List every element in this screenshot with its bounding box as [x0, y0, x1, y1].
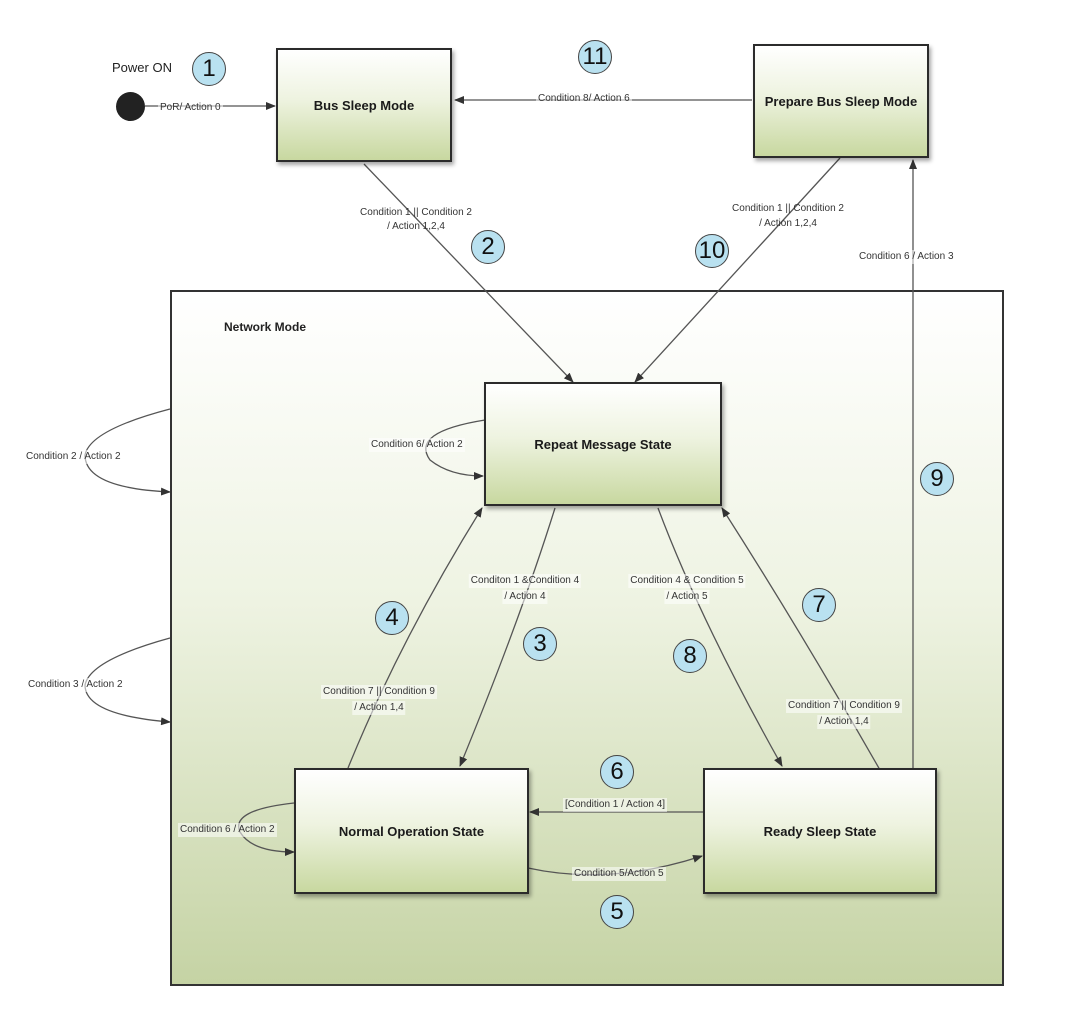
label-t2-line2: / Action 1,2,4 [387, 221, 445, 232]
arrow-ready-to-repeat [721, 507, 881, 771]
network-mode-title: Network Mode [224, 320, 307, 334]
label-self-normal: Condition 6 / Action 2 [178, 823, 277, 837]
marker-11: 11 [578, 40, 612, 74]
label-network-cond3: Condition 3 / Action 2 [26, 678, 125, 692]
label-t3-line1: Conditon 1 &Condition 4 [468, 574, 582, 588]
label-t11: Condition 8/ Action 6 [536, 92, 632, 106]
state-bus-sleep-label: Bus Sleep Mode [313, 97, 415, 113]
marker-8: 8 [673, 639, 707, 673]
marker-2: 2 [471, 230, 505, 264]
label-t7-line2: / Action 1,4 [817, 715, 871, 729]
label-t5: Condition 5/Action 5 [572, 867, 666, 881]
label-t3-line2: / Action 4 [502, 590, 548, 604]
state-ready-sleep-label: Ready Sleep State [763, 823, 877, 839]
arrow-prepare-to-repeat [634, 157, 841, 383]
state-prepare-bus-sleep: Prepare Bus Sleep Mode [753, 44, 929, 158]
marker-6: 6 [600, 755, 634, 789]
label-t8-line1: Condition 4 & Condition 5 [628, 574, 746, 588]
label-t7-line1: Condition 7 || Condition 9 [786, 699, 902, 713]
label-t10-line2: / Action 1,2,4 [759, 218, 817, 229]
label-network-cond2: Condition 2 / Action 2 [24, 450, 123, 464]
label-t2-line1: Condition 1 || Condition 2 [360, 207, 472, 218]
state-prepare-bus-sleep-label: Prepare Bus Sleep Mode [764, 93, 918, 109]
power-on-label: Power ON [112, 60, 172, 75]
label-self-repeat: Condition 6/ Action 2 [369, 438, 465, 452]
arrow-repeat-to-normal [459, 507, 556, 767]
arrow-bus-sleep-to-repeat [363, 163, 574, 383]
label-t9: Condition 6 / Action 3 [857, 250, 956, 264]
label-t6: [Condition 1 / Action 4] [563, 798, 668, 812]
state-repeat-message-label: Repeat Message State [534, 436, 672, 452]
label-t10-line1: Condition 1 || Condition 2 [732, 203, 844, 214]
state-ready-sleep: Ready Sleep State [703, 768, 937, 894]
marker-10: 10 [695, 234, 729, 268]
marker-1: 1 [192, 52, 226, 86]
label-t4-line1: Condition 7 || Condition 9 [321, 685, 437, 699]
marker-4: 4 [375, 601, 409, 635]
initial-state-dot [116, 92, 145, 121]
state-bus-sleep: Bus Sleep Mode [276, 48, 452, 162]
state-repeat-message: Repeat Message State [484, 382, 722, 506]
label-t1: PoR/ Action 0 [158, 101, 223, 115]
arrow-self-repeat [425, 419, 486, 480]
marker-5: 5 [600, 895, 634, 929]
arrow-repeat-to-ready [657, 507, 783, 767]
label-t8-line2: / Action 5 [664, 590, 710, 604]
marker-7: 7 [802, 588, 836, 622]
arrow-normal-to-repeat [347, 507, 483, 769]
marker-3: 3 [523, 627, 557, 661]
label-t4-line2: / Action 1,4 [352, 701, 406, 715]
marker-9: 9 [920, 462, 954, 496]
state-normal-operation-label: Normal Operation State [338, 823, 485, 839]
state-normal-operation: Normal Operation State [294, 768, 529, 894]
